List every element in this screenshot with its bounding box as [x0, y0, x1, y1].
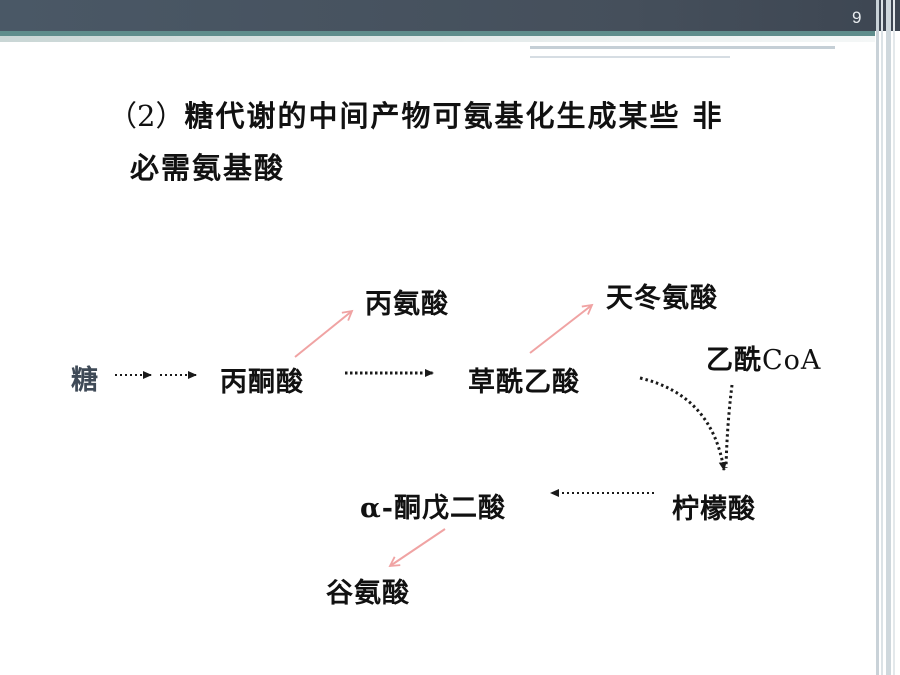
edge-stripe: [893, 0, 895, 675]
node-citrate: 柠檬酸: [672, 494, 756, 525]
header-decor-line: [530, 56, 730, 58]
node-sugar: 糖: [71, 365, 99, 396]
header-accent-band: [0, 31, 875, 36]
node-acetyl-coa-suffix: CoA: [762, 345, 822, 376]
node-glutamate: 谷氨酸: [326, 578, 410, 609]
page-number: 9: [852, 8, 862, 27]
heading-line-2: 必需氨基酸: [130, 151, 286, 185]
header-decor-line: [530, 46, 835, 49]
node-alpha-ketoglutarate: α-酮戊二酸: [360, 493, 506, 524]
heading-line-1: （2）糖代谢的中间产物可氨基化生成某些 非: [108, 93, 724, 135]
edge-stripe: [881, 0, 883, 675]
edge-stripe: [886, 0, 891, 675]
amination-arrow-aspartate: [529, 303, 594, 354]
arrow-oxaloacetate-citrate: [639, 376, 727, 471]
header-bar: [0, 0, 900, 31]
edge-stripe: [876, 0, 879, 675]
arrow-acetylcoa-citrate: [724, 384, 734, 469]
node-alanine: 丙氨酸: [365, 289, 449, 320]
amination-arrow-alanine: [294, 309, 354, 358]
node-pyruvate: 丙酮酸: [220, 367, 304, 398]
heading-prefix: （2）: [108, 99, 185, 133]
node-oxaloacetate: 草酰乙酸: [468, 367, 580, 398]
node-acetyl-coa-prefix: 乙酰: [706, 345, 762, 376]
amination-arrow-glutamate: [388, 528, 446, 568]
node-aspartate: 天冬氨酸: [606, 283, 718, 314]
header-light-band: [0, 36, 875, 42]
heading-text: 糖代谢的中间产物可氨基化生成某些 非: [184, 99, 724, 133]
node-acetyl-coa: 乙酰CoA: [706, 338, 821, 377]
